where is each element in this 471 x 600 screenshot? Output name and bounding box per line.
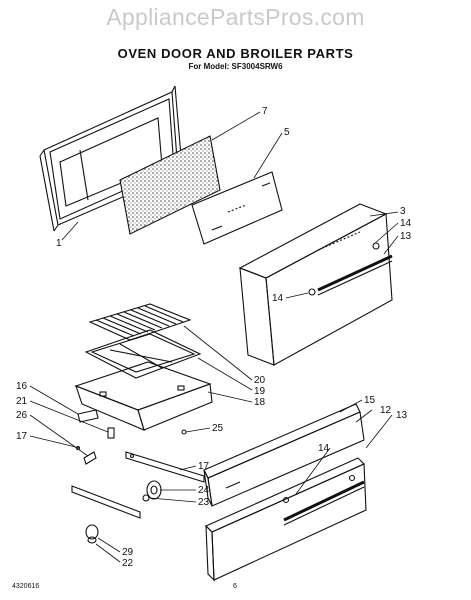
- callout-14-upper: 14: [400, 218, 412, 229]
- callout-14-door: 14: [272, 293, 284, 304]
- callout-16: 16: [16, 381, 28, 392]
- fasteners: [75, 429, 187, 544]
- callout-21: 21: [16, 396, 28, 407]
- callout-26: 26: [16, 410, 28, 421]
- diagram-subtitle: For Model: SF3004SRW6: [188, 62, 283, 71]
- broiler-pan: [84, 329, 202, 379]
- callout-12: 12: [380, 405, 392, 416]
- drawer-rail-right: [125, 451, 205, 483]
- watermark: AppliancePartsPros.com: [106, 4, 365, 30]
- callout-15: 15: [364, 395, 376, 406]
- callout-17-left: 17: [16, 431, 28, 442]
- callout-3: 3: [400, 206, 406, 217]
- callout-14-lower: 14: [318, 443, 330, 454]
- leader-lines: [29, 111, 399, 563]
- broiler-door-inner: [203, 403, 365, 507]
- broiler-door-outer: [205, 457, 367, 582]
- latch-assembly: [77, 409, 115, 465]
- callout-5: 5: [284, 127, 290, 138]
- callout-18: 18: [254, 397, 266, 408]
- outer-door-panel: [238, 203, 393, 366]
- broiler-grid: [88, 303, 192, 341]
- callout-23: 23: [198, 497, 210, 508]
- callout-22: 22: [122, 558, 134, 569]
- callout-7: 7: [262, 106, 268, 117]
- document-number: 4320616: [12, 583, 40, 590]
- glass-panel: [191, 171, 283, 245]
- broiler-drawer: [74, 361, 213, 431]
- page-number: 6: [233, 583, 237, 590]
- callout-19: 19: [254, 386, 266, 397]
- callout-13-lower: 13: [396, 410, 408, 421]
- callout-17-right: 17: [198, 461, 210, 472]
- callout-29: 29: [122, 547, 134, 558]
- callout-1: 1: [56, 238, 62, 249]
- insulation-pad: [119, 135, 221, 235]
- drawer-rail-left: [71, 485, 141, 519]
- callout-20: 20: [254, 375, 266, 386]
- callout-13-upper: 13: [400, 231, 412, 242]
- callout-24: 24: [198, 485, 210, 496]
- callout-labels: 1 7 5 3 14 13 14 20 19 18 16 21 26 17 25…: [16, 106, 412, 569]
- diagram-title: OVEN DOOR AND BROILER PARTS: [117, 46, 354, 61]
- callout-25: 25: [212, 423, 224, 434]
